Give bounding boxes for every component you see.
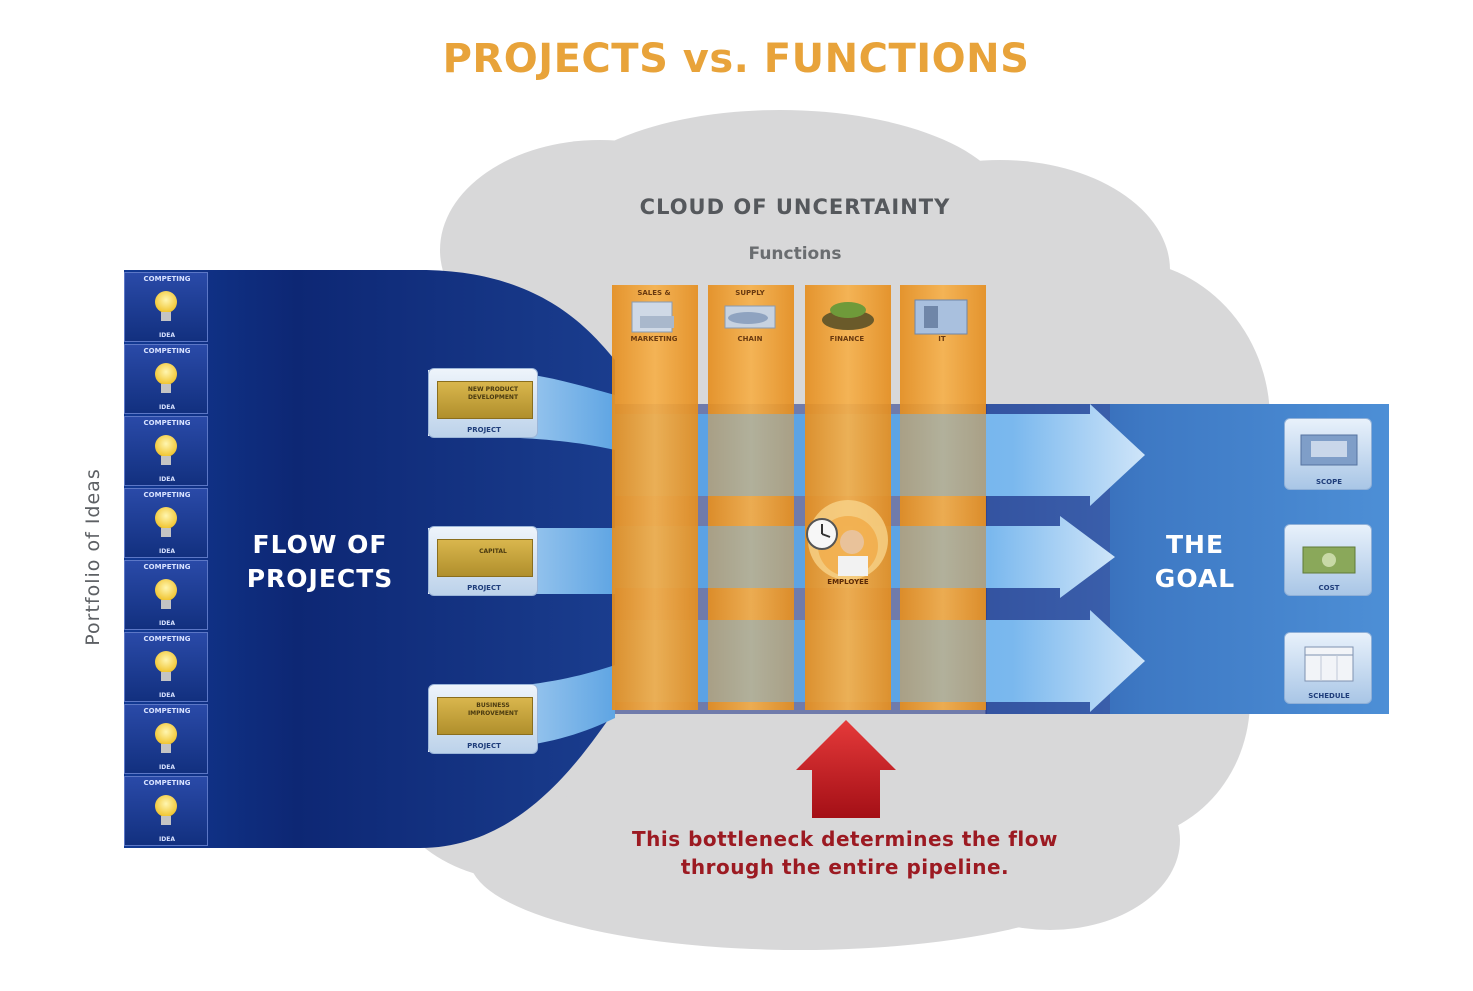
idea-bottom-label: IDEA [159, 692, 175, 699]
project-card: BUSINESS IMPROVEMENT PROJECT [428, 684, 538, 754]
function-top-label: SUPPLY [735, 289, 765, 297]
bottleneck-caption: This bottleneck determines the flow thro… [570, 825, 1120, 881]
function-column-it: IT [900, 285, 984, 347]
idea-top-label: COMPETING [143, 275, 191, 283]
goal-card-scope: SCOPE [1284, 418, 1372, 490]
function-top-label: SALES & [637, 289, 671, 297]
idea-bottom-label: IDEA [159, 404, 175, 411]
page-title: PROJECTS vs. FUNCTIONS [442, 36, 1030, 82]
lightbulb-icon [155, 507, 177, 537]
project-foot-label: PROJECT [467, 742, 501, 750]
flow-label-line1: FLOW OF [252, 530, 388, 559]
bottleneck-worker-label: EMPLOYEE [827, 578, 869, 586]
flow-of-projects-label: FLOW OF PROJECTS [210, 528, 430, 596]
calendar-icon [1304, 646, 1354, 682]
idea-bottom-label: IDEA [159, 620, 175, 627]
function-bottom-label: CHAIN [737, 335, 763, 343]
portfolio-label: Portfolio of Ideas [82, 468, 104, 646]
lightbulb-icon [155, 795, 177, 825]
idea-bulb-layer [155, 291, 177, 825]
goal-card-schedule: SCHEDULE [1284, 632, 1372, 704]
goal-label-line2: GOAL [1154, 564, 1236, 593]
goal-card-label: SCOPE [1315, 478, 1343, 486]
function-column-sales: SALES & MARKETING [612, 285, 696, 347]
idea-bottom-label: IDEA [159, 764, 175, 771]
function-columns [612, 285, 986, 710]
money-icon [1302, 546, 1356, 574]
bottleneck-arrow [796, 720, 896, 818]
bottleneck-line2: through the entire pipeline. [680, 855, 1010, 879]
function-icons [631, 299, 968, 335]
idea-bottom-label: IDEA [159, 332, 175, 339]
goal-card-label: SCHEDULE [1308, 692, 1350, 700]
lightbulb-icon [155, 291, 177, 321]
function-bottom-label: FINANCE [829, 335, 865, 343]
idea-box: COMPETING IDEA [124, 776, 208, 846]
function-bottom-label: IT [938, 335, 946, 343]
idea-bottom-label: IDEA [159, 836, 175, 843]
project-box-icon: CAPITAL [437, 539, 533, 577]
function-column-finance: FINANCE [805, 285, 889, 347]
project-box-icon: NEW PRODUCT DEVELOPMENT [437, 381, 533, 419]
idea-top-label: COMPETING [143, 491, 191, 499]
idea-top-label: COMPETING [143, 563, 191, 571]
lightbulb-icon [155, 651, 177, 681]
flow-label-line2: PROJECTS [246, 564, 394, 593]
project-chip-label: BUSINESS IMPROVEMENT [467, 702, 519, 717]
project-foot-label: PROJECT [467, 584, 501, 592]
idea-top-label: COMPETING [143, 419, 191, 427]
project-foot-label: PROJECT [467, 426, 501, 434]
goal-card-cost: COST [1284, 524, 1372, 596]
project-chip-label: NEW PRODUCT DEVELOPMENT [467, 386, 519, 401]
idea-bottom-label: IDEA [159, 548, 175, 555]
project-box-icon: BUSINESS IMPROVEMENT [437, 697, 533, 735]
lightbulb-icon [155, 363, 177, 393]
idea-bottom-label: IDEA [159, 476, 175, 483]
lightbulb-icon [155, 435, 177, 465]
goal-label-line1: THE [1165, 530, 1225, 559]
idea-top-label: COMPETING [143, 707, 191, 715]
idea-top-label: COMPETING [143, 779, 191, 787]
function-bottom-label: MARKETING [630, 335, 678, 343]
project-card: NEW PRODUCT DEVELOPMENT PROJECT [428, 368, 538, 438]
lightbulb-icon [155, 579, 177, 609]
idea-top-label: COMPETING [143, 347, 191, 355]
bottleneck-line1: This bottleneck determines the flow [632, 827, 1058, 851]
lightbulb-icon [155, 723, 177, 753]
functions-label: Functions [748, 244, 842, 264]
scope-icon [1300, 434, 1358, 466]
goal-card-label: COST [1318, 584, 1340, 592]
idea-box: COMPETING IDEA [124, 560, 208, 630]
cloud-label: CLOUD OF UNCERTAINTY [639, 195, 951, 219]
idea-top-label: COMPETING [143, 635, 191, 643]
function-column-supply: SUPPLY CHAIN [708, 285, 792, 347]
project-chip-label: CAPITAL [479, 548, 507, 555]
idea-box: COMPETING IDEA [124, 704, 208, 774]
project-card: CAPITAL PROJECT [428, 526, 538, 596]
bottleneck-worker [806, 500, 888, 580]
the-goal-label: THE GOAL [1110, 528, 1280, 596]
